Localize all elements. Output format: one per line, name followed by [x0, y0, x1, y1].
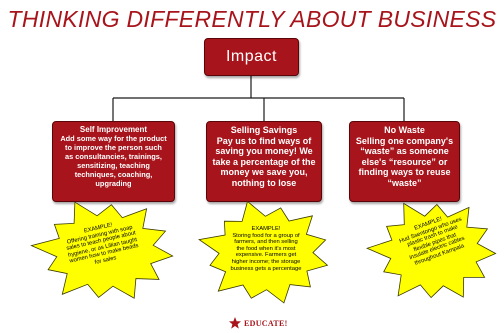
category-heading: No Waste: [384, 125, 425, 135]
example-line: business gets a percentage: [230, 265, 302, 272]
category-body-line: upgrading: [95, 179, 132, 188]
impact-node: Impact: [204, 38, 299, 76]
category-body-line: take a percentage of the: [212, 156, 316, 167]
example-line: EXAMPLE!: [251, 226, 281, 232]
category-body-line: to improve the person such: [65, 143, 162, 152]
category-body-line: saving you money! We: [215, 146, 313, 156]
category-body-line: techniques, coaching,: [74, 170, 153, 179]
example-burst-shape: [198, 200, 329, 304]
example-text-selling-savings: EXAMPLE! Storing food for a group of far…: [208, 226, 324, 272]
example-line: farmers, and then selling: [234, 239, 298, 246]
category-body-line: else's “resource” or: [361, 156, 448, 167]
category-body-line: as consultancies, trainings,: [65, 152, 162, 161]
category-body-line: finding ways to reuse: [358, 167, 451, 177]
example-line: the food when it's most: [236, 245, 296, 252]
category-body-line: Selling one company's: [355, 135, 454, 146]
logo-text: EDUCATE!: [244, 318, 288, 328]
category-self-improvement: Self Improvement Add some way for the pr…: [52, 121, 175, 202]
logo-star-icon: [229, 317, 241, 329]
category-body-line: sensitizing, teaching: [77, 161, 150, 170]
category-body-line: Pay us to find ways of: [216, 135, 312, 146]
page-title: THINKING DIFFERENTLY ABOUT BUSINESS: [7, 6, 497, 32]
example-line: higher income; the storage: [231, 258, 301, 265]
category-selling-savings: Selling Savings Pay us to find ways of s…: [206, 121, 322, 202]
example-line: expensive. Farmers get: [235, 252, 297, 259]
example-line: Storing food for a group of: [232, 232, 300, 239]
category-heading: Self Improvement: [79, 125, 148, 134]
impact-label: Impact: [225, 48, 277, 65]
category-body-line: Add some way for the product: [60, 134, 167, 143]
category-heading: Selling Savings: [230, 125, 298, 135]
example-burst-shape: [30, 201, 174, 299]
category-body-line: money we save you,: [220, 167, 308, 177]
educate-logo: EDUCATE!: [228, 316, 308, 330]
category-no-waste: No Waste Selling one company's “waste” a…: [349, 121, 460, 202]
example-burst-shape: [366, 202, 497, 299]
category-body-line: “waste” as someone: [360, 146, 449, 156]
category-body-line: “waste”: [387, 177, 422, 188]
category-body-line: nothing to lose: [231, 177, 297, 188]
